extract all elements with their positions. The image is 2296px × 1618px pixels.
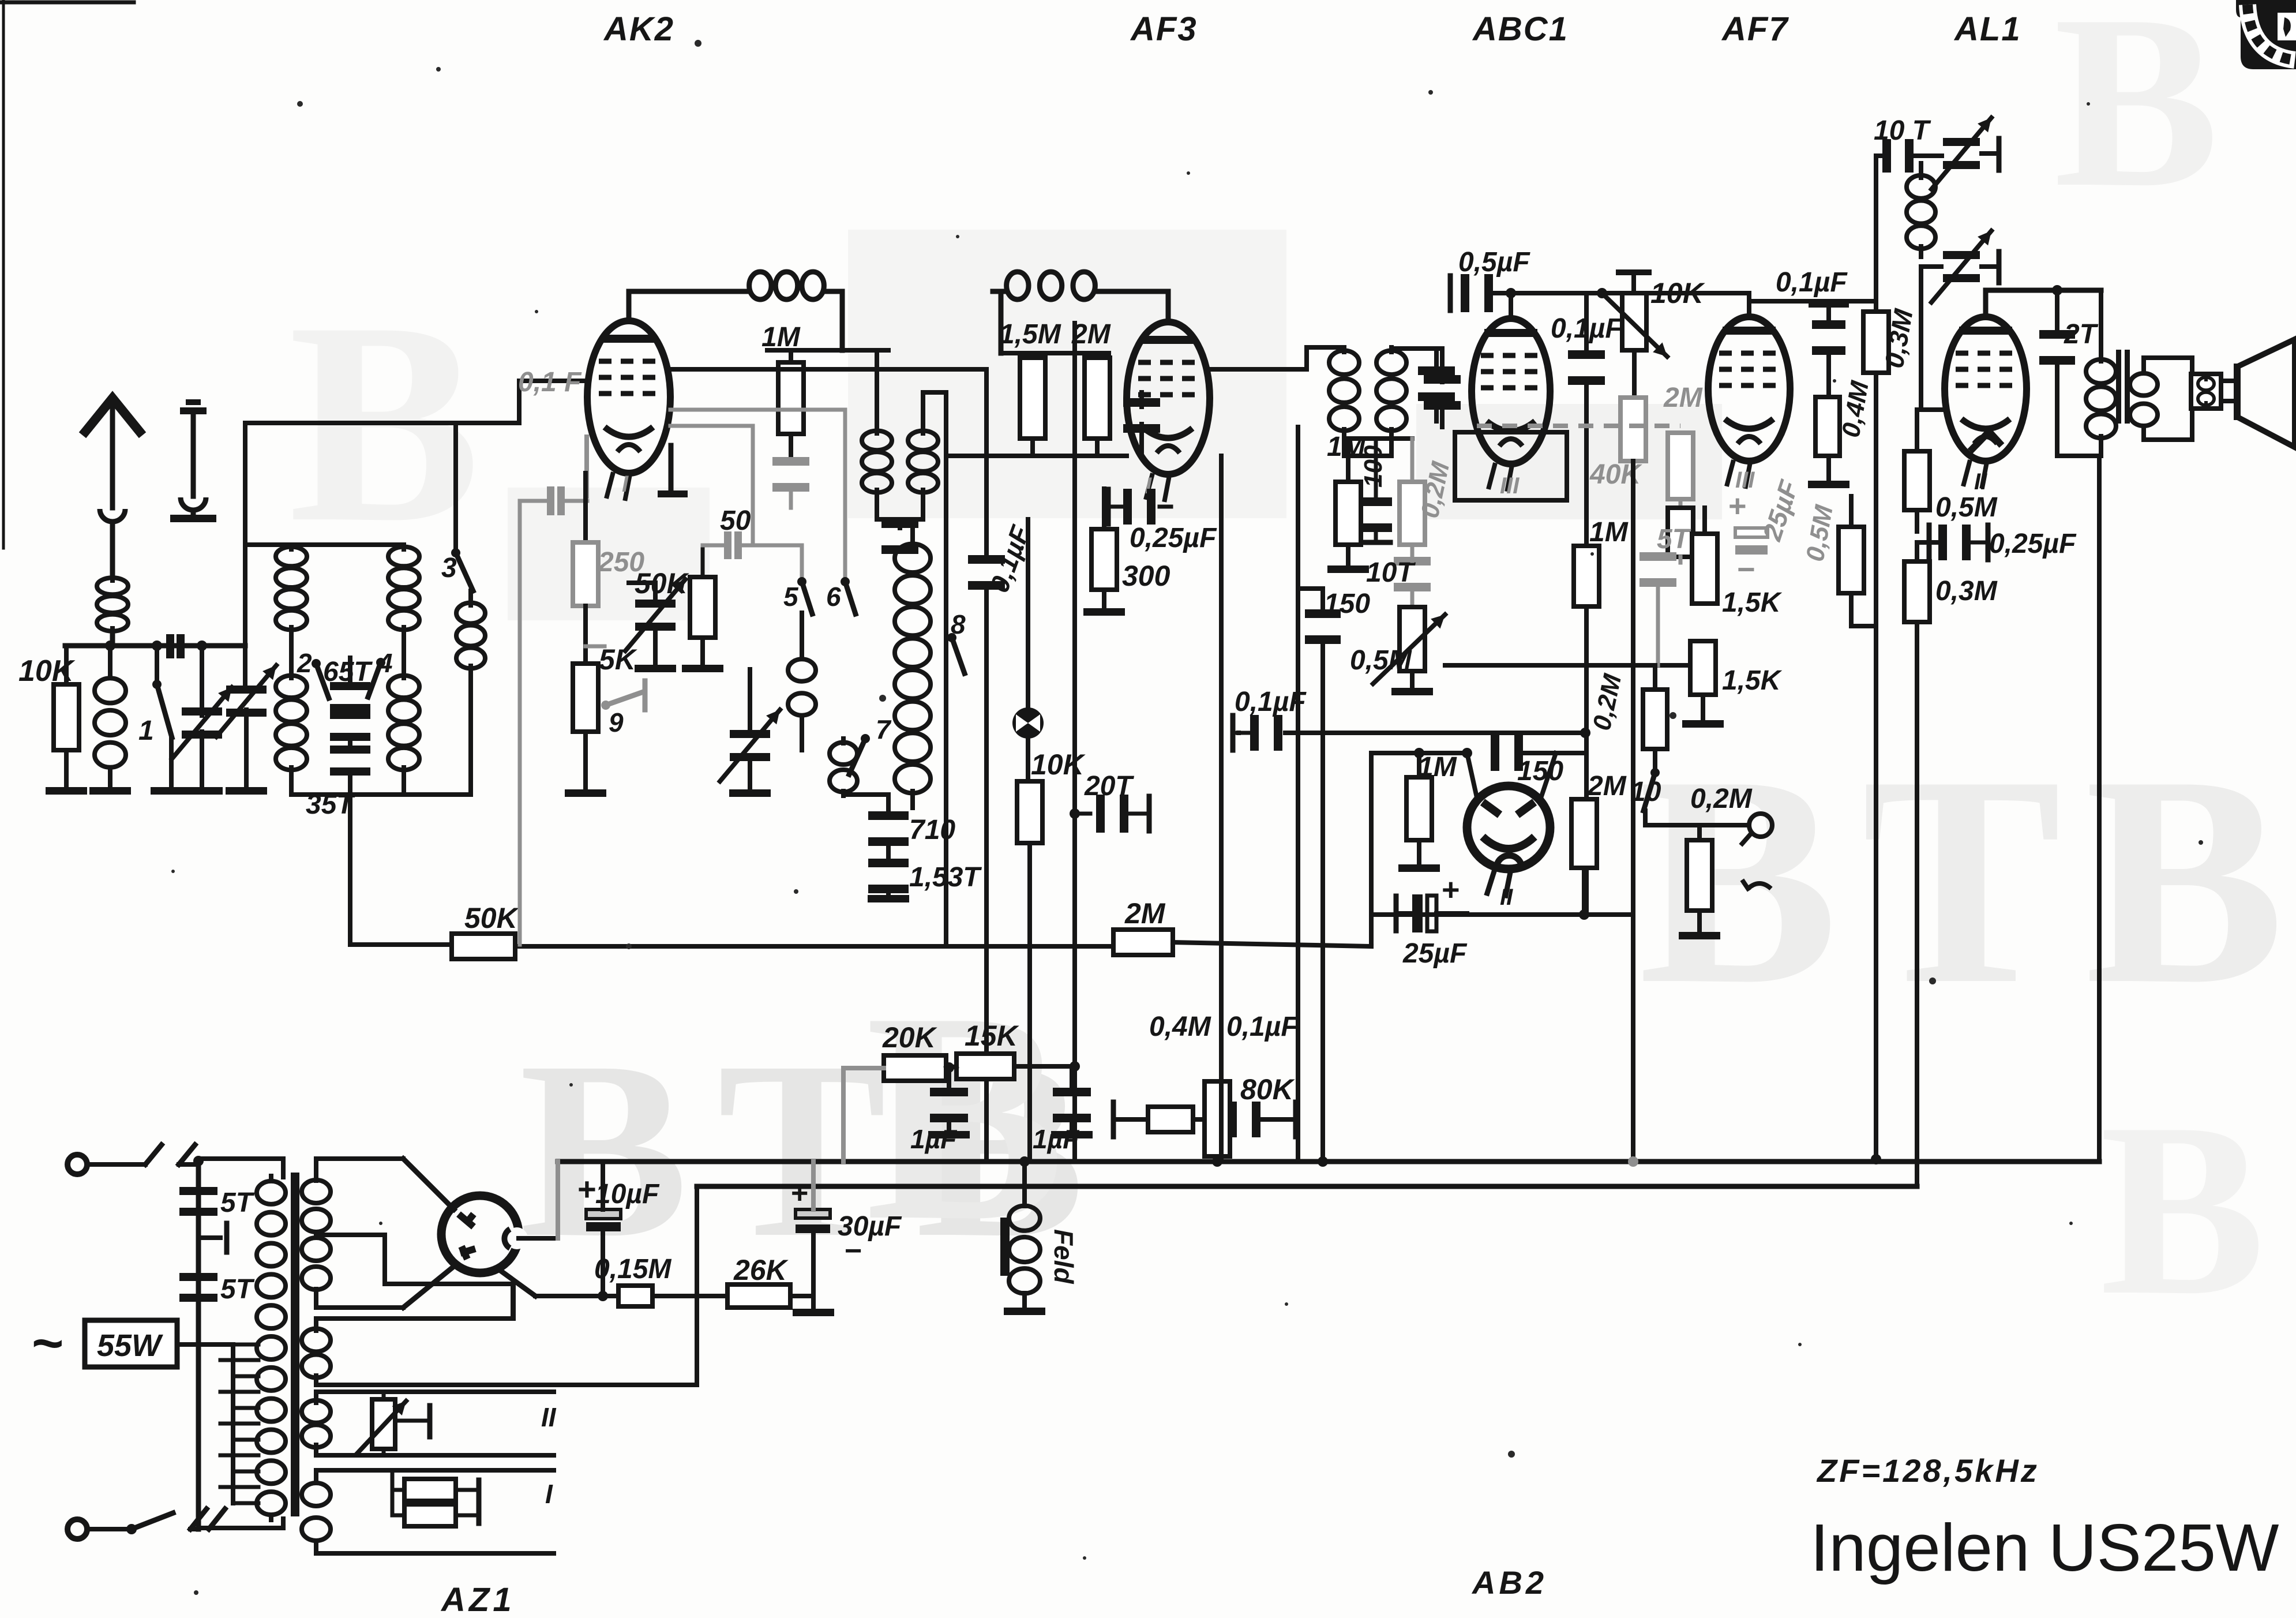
svg-text:AK2: AK2 xyxy=(603,10,674,48)
svg-text:ABC1: ABC1 xyxy=(1472,10,1569,48)
svg-text:1µF: 1µF xyxy=(910,1124,958,1154)
svg-text:2M: 2M xyxy=(1663,383,1703,413)
svg-text:5T: 5T xyxy=(220,1188,255,1218)
svg-text:3: 3 xyxy=(441,553,457,583)
svg-text:II: II xyxy=(541,1402,557,1432)
svg-text:0,1 F: 0,1 F xyxy=(518,367,582,398)
svg-text:20T: 20T xyxy=(1084,771,1134,801)
svg-text:0,4M: 0,4M xyxy=(1149,1012,1211,1042)
svg-text:80K: 80K xyxy=(1240,1073,1296,1106)
svg-text:1M: 1M xyxy=(761,322,801,353)
svg-text:AF7: AF7 xyxy=(1721,10,1789,48)
svg-text:1,5K: 1,5K xyxy=(1722,665,1783,696)
svg-text:15K: 15K xyxy=(965,1020,1020,1052)
svg-text:B: B xyxy=(2054,0,2219,239)
svg-text:I: I xyxy=(622,471,629,497)
svg-text:10K: 10K xyxy=(1031,748,1086,781)
svg-text:Feld: Feld xyxy=(1049,1229,1079,1284)
svg-text:III: III xyxy=(1500,473,1520,499)
svg-text:0,25µF: 0,25µF xyxy=(1130,523,1217,553)
svg-text:20K: 20K xyxy=(882,1021,938,1054)
svg-text:8: 8 xyxy=(951,609,966,639)
svg-text:III: III xyxy=(1735,467,1755,493)
svg-text:2: 2 xyxy=(297,648,312,678)
svg-text:0,25µF: 0,25µF xyxy=(1989,529,2077,559)
svg-text:BTB: BTB xyxy=(1638,714,2296,1046)
svg-text:AF3: AF3 xyxy=(1130,10,1198,48)
svg-text:+: + xyxy=(577,1171,596,1207)
svg-text:Ingelen US25W: Ingelen US25W xyxy=(1810,1510,2279,1585)
svg-text:5T: 5T xyxy=(1657,524,1691,555)
svg-text:300: 300 xyxy=(1122,560,1170,592)
svg-text:0,1µF: 0,1µF xyxy=(1226,1012,1299,1042)
svg-text:9: 9 xyxy=(609,707,624,737)
svg-text:~: ~ xyxy=(32,1313,63,1374)
svg-text:−: − xyxy=(844,1234,861,1268)
svg-text:AL1: AL1 xyxy=(1953,10,2021,48)
svg-text:55W: 55W xyxy=(97,1328,163,1363)
svg-text:10 T: 10 T xyxy=(1874,115,1931,146)
svg-text:0,1µF: 0,1µF xyxy=(1235,687,1307,717)
svg-text:1,5M: 1,5M xyxy=(999,319,1061,350)
svg-text:7: 7 xyxy=(876,714,892,744)
svg-text:1M: 1M xyxy=(1589,517,1629,548)
svg-text:0,3M: 0,3M xyxy=(1935,576,1998,606)
svg-text:+: + xyxy=(790,1177,808,1210)
svg-text:50: 50 xyxy=(720,505,751,536)
svg-text:5K: 5K xyxy=(599,643,638,676)
svg-text:2M: 2M xyxy=(1124,897,1166,930)
svg-text:II: II xyxy=(1974,469,1987,495)
svg-text:26K: 26K xyxy=(733,1254,789,1286)
svg-text:0,5M: 0,5M xyxy=(1350,645,1412,676)
svg-text:710: 710 xyxy=(909,815,955,845)
svg-text:1,5K: 1,5K xyxy=(1722,587,1783,618)
svg-text:AZ1: AZ1 xyxy=(440,1581,515,1618)
svg-text:2M: 2M xyxy=(1587,771,1627,801)
svg-text:AB2: AB2 xyxy=(1471,1564,1547,1601)
svg-text:+: + xyxy=(1728,489,1746,523)
svg-text:6: 6 xyxy=(826,582,841,612)
svg-text:ZF=128,5kHz: ZF=128,5kHz xyxy=(1816,1452,2039,1489)
svg-text:50K: 50K xyxy=(464,902,520,934)
svg-text:0,2M: 0,2M xyxy=(1690,784,1753,814)
svg-text:II: II xyxy=(1500,885,1513,910)
svg-text:100: 100 xyxy=(1359,445,1387,488)
svg-text:I: I xyxy=(545,1479,553,1509)
svg-text:150: 150 xyxy=(1517,756,1563,786)
svg-text:B: B xyxy=(2100,1072,2265,1347)
svg-text:2M: 2M xyxy=(1071,319,1111,350)
svg-text:35T: 35T xyxy=(306,789,355,820)
svg-text:−: − xyxy=(1736,552,1755,587)
svg-text:1: 1 xyxy=(138,716,154,746)
svg-text:1µF: 1µF xyxy=(1033,1124,1080,1154)
svg-text:10T: 10T xyxy=(1366,557,1416,588)
svg-text:5T: 5T xyxy=(220,1274,255,1305)
svg-text:10µF: 10µF xyxy=(595,1179,660,1209)
svg-text:2T: 2T xyxy=(2064,319,2099,350)
svg-text:+: + xyxy=(1441,872,1460,907)
svg-text:0,1µF: 0,1µF xyxy=(1776,267,1848,298)
svg-text:250: 250 xyxy=(598,547,644,578)
svg-text:30µF: 30µF xyxy=(838,1211,902,1242)
svg-text:0,5µF: 0,5µF xyxy=(1458,247,1530,278)
svg-text:5: 5 xyxy=(783,582,799,612)
svg-text:0,15M: 0,15M xyxy=(594,1254,671,1284)
svg-text:0,5M: 0,5M xyxy=(1935,492,1998,523)
svg-text:25µF: 25µF xyxy=(1402,938,1468,969)
